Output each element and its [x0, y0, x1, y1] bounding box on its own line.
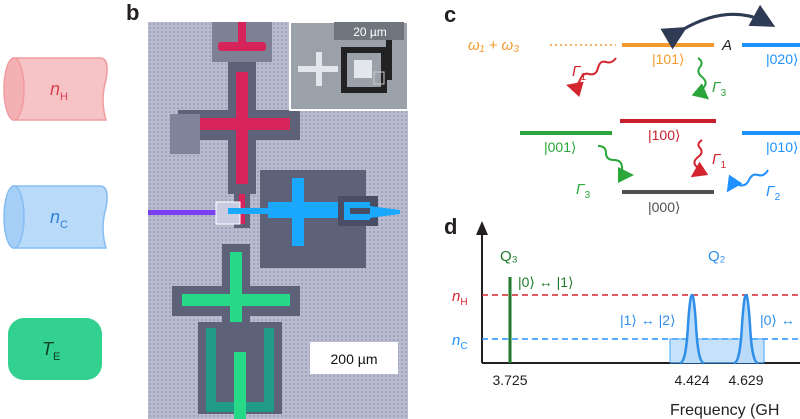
- reservoir-nh-symbol: n: [50, 79, 60, 99]
- inset-scale-label: 20 µm: [353, 25, 387, 39]
- q2-transition-right: |0⟩ ↔: [760, 312, 795, 328]
- q2-label: Q₂: [708, 248, 726, 265]
- level-020: |020⟩: [766, 51, 798, 67]
- panel-c-level-diagram: ω₁ + ω₃ |101⟩ A |020⟩ |001⟩ |100⟩ |010⟩ …: [468, 4, 800, 215]
- nh-label: nH: [452, 288, 468, 308]
- nc-label: nC: [452, 332, 468, 352]
- panel-d-letter: d: [444, 214, 458, 239]
- panel-b-letter: b: [126, 0, 140, 25]
- svg-text:TE: TE: [42, 339, 60, 363]
- main-scale-label: 200 µm: [331, 351, 378, 367]
- rate-gamma2: Γ2: [766, 183, 781, 203]
- x-axis-label: Frequency (GH: [670, 402, 779, 419]
- inset-micrograph: 20 µm: [289, 22, 408, 111]
- level-000: |000⟩: [648, 199, 680, 215]
- level-101: |101⟩: [652, 51, 684, 67]
- reservoir-nh-subscript: H: [60, 91, 68, 103]
- reservoir-nc: nC: [3, 185, 108, 249]
- energy-label: ω₁ + ω₃: [468, 37, 519, 54]
- reservoir-te: TE: [8, 318, 102, 380]
- svg-text:nH: nH: [50, 79, 68, 103]
- rate-gamma1-lower: Γ1: [712, 151, 727, 171]
- reservoir-nc-symbol: n: [50, 207, 60, 227]
- q2-transition-left: |1⟩ ↔ |2⟩: [620, 312, 676, 328]
- panel-a-reservoirs: nH nC TE: [3, 57, 108, 380]
- panel-c-letter: c: [444, 2, 457, 27]
- point-label-a: A: [721, 37, 732, 54]
- level-010: |010⟩: [766, 139, 798, 155]
- q3-label: Q₃: [500, 248, 518, 265]
- reservoir-te-subscript: E: [53, 351, 60, 363]
- panel-d-spectrum: nH nC Q₃ |0⟩ ↔ |1⟩ Q₂ |1⟩ ↔ |2⟩ |0⟩ ↔ 3.…: [452, 221, 800, 419]
- svg-text:nC: nC: [50, 207, 68, 231]
- q3-transition: |0⟩ ↔ |1⟩: [518, 274, 574, 290]
- green-qubit: [172, 244, 300, 356]
- rate-gamma3-lower: Γ3: [576, 181, 591, 201]
- reservoir-nc-subscript: C: [60, 219, 68, 231]
- teal-resonator: [198, 322, 282, 419]
- tick-4424: 4.424: [674, 372, 709, 388]
- reservoir-te-symbol: T: [42, 339, 55, 359]
- rate-gamma3-upper: Γ3: [712, 79, 727, 99]
- panel-b-micrograph: 20 µm 200 µm: [148, 22, 408, 419]
- reservoir-nh: nH: [3, 57, 108, 121]
- tick-3725: 3.725: [492, 372, 527, 388]
- level-001: |001⟩: [544, 139, 576, 155]
- level-100: |100⟩: [648, 127, 680, 143]
- rate-gamma1-upper: Γ1: [572, 63, 587, 83]
- blue-qubit: [228, 170, 400, 268]
- tick-4629: 4.629: [728, 372, 763, 388]
